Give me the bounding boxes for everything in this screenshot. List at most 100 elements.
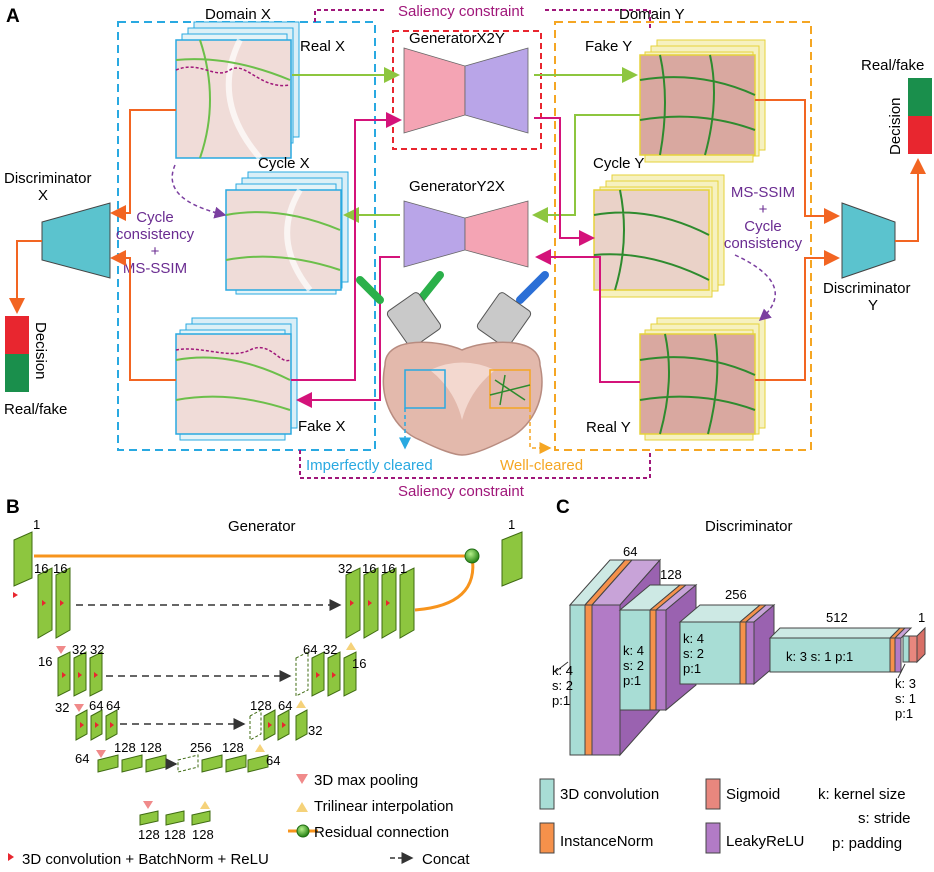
brain-slice <box>382 341 543 456</box>
residual-curve <box>414 555 475 612</box>
svg-text:128: 128 <box>192 827 214 842</box>
generator-legend: 3D max pooling Trilinear interpolation R… <box>8 772 470 868</box>
svg-text:k: 3: k: 3 <box>895 676 916 691</box>
svg-text:128: 128 <box>164 827 186 842</box>
generator-x2y-label: GeneratorX2Y <box>409 30 505 47</box>
real-y-stack <box>639 317 766 441</box>
discriminator-x-label-1: Discriminator <box>4 170 92 187</box>
svg-text:p: padding: p: padding <box>832 835 902 852</box>
svg-text:1: 1 <box>33 517 40 532</box>
cycle-y-label: Cycle Y <box>593 155 644 172</box>
arrow-fakey-to-gen2 <box>532 114 640 223</box>
cycle-y-stack <box>593 174 725 298</box>
real-fake-left-label: Real/fake <box>4 401 67 418</box>
svg-text:consistency: consistency <box>116 226 195 243</box>
svg-text:64: 64 <box>303 642 317 657</box>
svg-text:InstanceNorm: InstanceNorm <box>560 833 653 850</box>
real-y-label: Real Y <box>586 419 631 436</box>
generator-channel-labels: 1 1 16 16 32 16 16 1 16 32 32 64 32 16 3… <box>33 517 515 842</box>
svg-text:32: 32 <box>72 642 86 657</box>
generator-y2x-label: GeneratorY2X <box>409 178 505 195</box>
discriminator-x-shape <box>41 202 111 279</box>
svg-text:s: 1: s: 1 <box>895 691 916 706</box>
fake-x-stack <box>175 317 298 441</box>
generator-blocks <box>13 531 523 826</box>
arrow-fakey-to-discy <box>755 99 840 224</box>
svg-text:s: stride: s: stride <box>858 810 911 827</box>
microscope-illustration <box>356 271 549 374</box>
discriminator-y-label-2: Y <box>868 297 878 314</box>
cycle-x-label: Cycle X <box>258 155 310 172</box>
arrow-discx-to-decision <box>9 240 42 314</box>
svg-text:32: 32 <box>338 561 352 576</box>
svg-text:128: 128 <box>660 567 682 582</box>
real-x-label: Real X <box>300 38 345 55</box>
svg-text:k: 4: k: 4 <box>683 631 704 646</box>
disc-block-3 <box>678 603 776 686</box>
svg-text:128: 128 <box>114 740 136 755</box>
svg-text:256: 256 <box>190 740 212 755</box>
residual-node <box>464 548 480 564</box>
svg-text:3D max pooling: 3D max pooling <box>314 772 418 789</box>
arrow-realy-to-discy <box>755 250 840 381</box>
svg-text:64: 64 <box>75 751 89 766</box>
svg-text:s: 2: s: 2 <box>552 678 573 693</box>
generator-y2x <box>403 200 529 268</box>
generator-title: Generator <box>228 518 296 535</box>
svg-text:128: 128 <box>138 827 160 842</box>
svg-text:1: 1 <box>918 610 925 625</box>
svg-text:LeakyReLU: LeakyReLU <box>726 833 804 850</box>
discriminator-params: k: 4 s: 2 p:1 k: 4 s: 2 p:1 k: 4 s: 2 p:… <box>552 631 916 721</box>
generator-x2y-box <box>392 30 542 150</box>
svg-text:16: 16 <box>38 654 52 669</box>
conv-markers <box>13 592 390 728</box>
panel-b-label: B <box>6 497 20 518</box>
svg-text:1: 1 <box>508 517 515 532</box>
svg-text:32: 32 <box>90 642 104 657</box>
svg-text:Residual connection: Residual connection <box>314 824 449 841</box>
svg-text:32: 32 <box>308 723 322 738</box>
fake-y-stack <box>639 39 766 163</box>
svg-text:64: 64 <box>106 698 120 713</box>
decision-left-label: Decision <box>32 322 49 380</box>
real-x-stack <box>175 21 300 160</box>
fake-y-label: Fake Y <box>585 38 632 55</box>
arrow-gen1-to-cycley <box>534 117 595 246</box>
fake-x-label: Fake X <box>298 418 346 435</box>
arrow-fakex-to-discx <box>110 250 176 381</box>
svg-text:16: 16 <box>53 561 67 576</box>
svg-text:64: 64 <box>266 753 280 768</box>
cycle-left-text: Cycle consistency + MS-SSIM <box>116 209 195 277</box>
cycle-left-arrow <box>171 164 227 219</box>
domain-y-box <box>554 21 812 451</box>
svg-text:1: 1 <box>400 561 407 576</box>
panel-b: B Generator <box>6 497 523 868</box>
svg-text:32: 32 <box>323 642 337 657</box>
svg-text:s: 2: s: 2 <box>623 658 644 673</box>
svg-text:128: 128 <box>140 740 162 755</box>
svg-text:Cycle: Cycle <box>744 218 782 235</box>
panel-a-label: A <box>6 6 20 27</box>
svg-text:k: kernel size: k: kernel size <box>818 786 906 803</box>
svg-text:256: 256 <box>725 587 747 602</box>
saliency-top-connector <box>314 9 651 30</box>
discriminator-channel-labels: 64 128 256 512 1 <box>623 544 925 625</box>
cycle-x-stack <box>225 171 349 295</box>
panel-c-label: C <box>556 497 570 518</box>
real-fake-right-label: Real/fake <box>861 57 924 74</box>
disc-block-4 <box>768 627 913 673</box>
svg-text:p:1: p:1 <box>683 661 701 676</box>
svg-text:s: 2: s: 2 <box>683 646 704 661</box>
domain-y-label: Domain Y <box>619 6 685 23</box>
svg-text:+: + <box>151 243 160 260</box>
svg-text:16: 16 <box>381 561 395 576</box>
discriminator-title: Discriminator <box>705 518 793 535</box>
svg-text:MS-SSIM: MS-SSIM <box>123 260 187 277</box>
generator-x2y <box>403 47 529 134</box>
arrow-gen2-to-fakex <box>296 256 400 408</box>
interp-arrows <box>200 642 356 809</box>
cycle-right-text: MS-SSIM + Cycle consistency <box>724 184 803 252</box>
arrow-fakex-to-gen1 <box>291 112 402 381</box>
svg-text:+: + <box>759 201 768 218</box>
